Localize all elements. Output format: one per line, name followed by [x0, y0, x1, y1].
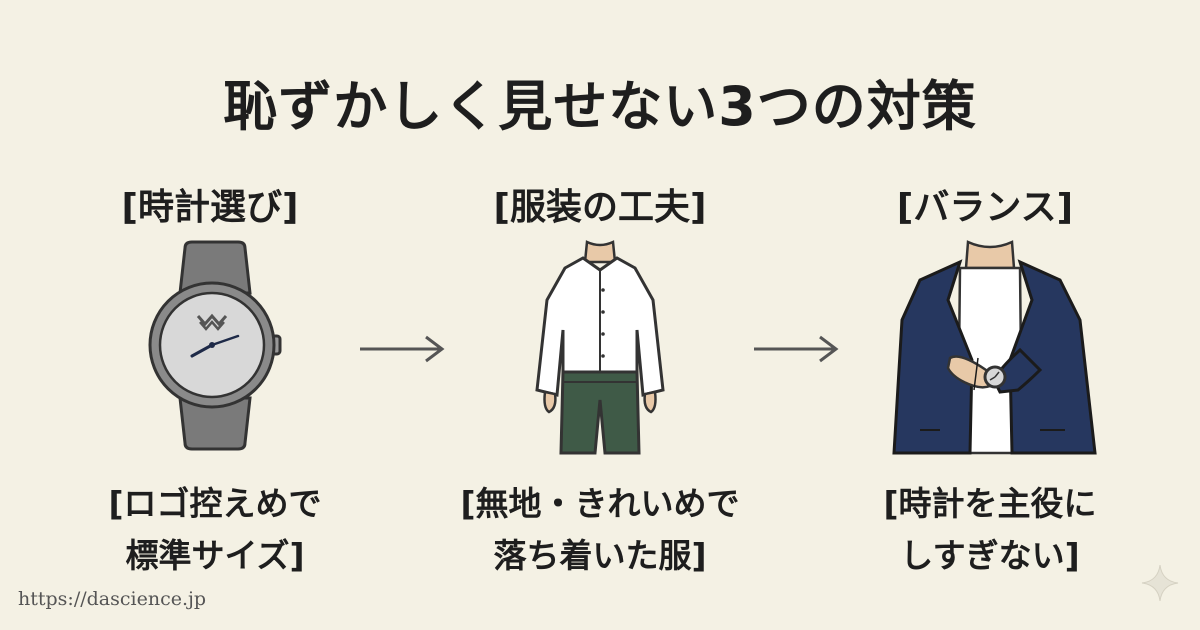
- arrow-right-icon: [360, 335, 445, 363]
- footer-url: https://dascience.jp: [18, 588, 207, 610]
- step-1-caption: [ロゴ控えめで 標準サイズ]: [35, 478, 395, 582]
- step-2-caption-line-1: [無地・きれいめで: [460, 484, 740, 523]
- step-3-caption-line-1: [時計を主役に: [883, 484, 1097, 523]
- step-3-caption: [時計を主役に しすぎない]: [810, 478, 1170, 582]
- step-3-caption-line-2: しすぎない]: [900, 536, 1080, 575]
- step-1-label: [時計選び]: [121, 187, 299, 228]
- page-title: 恥ずかしく見せない3つの対策: [223, 75, 977, 138]
- shirt-and-trousers-icon: [535, 240, 665, 455]
- step-2-caption: [無地・きれいめで 落ち着いた服]: [420, 478, 780, 582]
- step-1-caption-line-2: 標準サイズ]: [125, 536, 305, 575]
- wristwatch-icon: [148, 240, 282, 451]
- arrow-right-icon: [754, 335, 839, 363]
- jacket-with-watch-icon: [892, 240, 1097, 455]
- step-2-label: [服装の工夫]: [493, 187, 707, 228]
- sparkle-icon: [1141, 564, 1179, 602]
- step-2-caption-line-2: 落ち着いた服]: [493, 536, 707, 575]
- step-3-label: [バランス]: [896, 187, 1074, 228]
- step-1-caption-line-1: [ロゴ控えめで: [108, 484, 322, 523]
